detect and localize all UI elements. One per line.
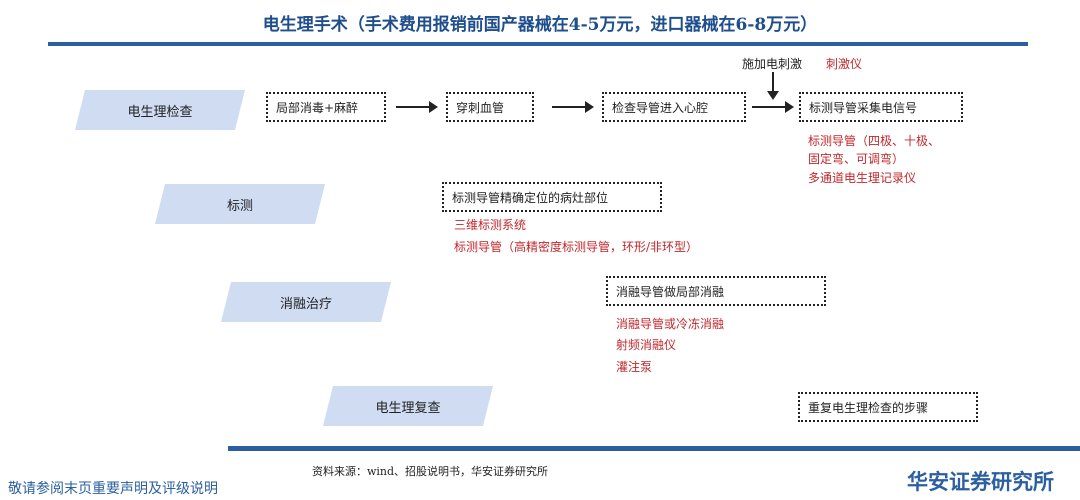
diagram-title: 电生理手术（手术费用报销前国产器械在4-5万元，进口器械在6-8万元） — [262, 15, 818, 35]
stage-label: 电生理检查 — [127, 104, 193, 120]
device-irrigation-pump: 灌注泵 — [616, 360, 653, 374]
device-3d-mapping-system: 三维标测系统 — [454, 218, 527, 232]
device-mapping-catheter-types: 标测导管（四极、十极、 — [808, 134, 941, 148]
flow-arrow — [752, 101, 794, 113]
device-mapping-catheter-curves: 固定弯、可调弯） — [808, 152, 905, 166]
top-divider — [48, 42, 1028, 46]
stimulation-label: 施加电刺激 — [742, 57, 803, 71]
stage-ablation: 消融治疗 — [221, 282, 391, 322]
step-disinfect-anesthesia: 局部消毒+麻醉 — [266, 92, 386, 122]
flow-arrow — [552, 101, 594, 113]
device-ep-recorder: 多通道电生理记录仪 — [808, 171, 917, 185]
stage-mapping: 标测 — [155, 184, 325, 224]
stimulation-arrow — [767, 72, 779, 100]
stage-ep-recheck: 电生理复查 — [323, 386, 493, 426]
stage-label: 标测 — [226, 198, 253, 214]
device-rf-generator: 射频消融仪 — [616, 338, 677, 352]
step-repeat-ep-exam: 重复电生理检查的步骤 — [798, 392, 978, 422]
stimulator-device: 刺激仪 — [826, 57, 863, 71]
brand-logo-text: 华安证券研究所 — [907, 470, 1054, 494]
stage-ep-exam: 电生理检查 — [75, 90, 245, 130]
stage-label: 消融治疗 — [279, 296, 332, 312]
step-signal-acquisition: 标测导管采集电信号 — [799, 92, 963, 122]
step-catheter-into-heart: 检查导管进入心腔 — [602, 92, 746, 122]
device-hd-mapping-catheter: 标测导管（高精密度标测导管，环形/非环型） — [454, 240, 699, 254]
step-vessel-puncture: 穿刺血管 — [446, 92, 534, 122]
disclaimer-link[interactable]: 敬请参阅末页重要声明及评级说明 — [8, 481, 218, 497]
stage-label: 电生理复查 — [375, 400, 441, 416]
step-lesion-localization: 标测导管精确定位的病灶部位 — [442, 182, 662, 212]
device-ablation-or-cryo: 消融导管或冷冻消融 — [616, 317, 725, 331]
step-local-ablation: 消融导管做局部消融 — [606, 276, 826, 306]
source-note: 资料来源：wind、招股说明书，华安证券研究所 — [312, 465, 549, 478]
bottom-divider — [228, 446, 1080, 451]
flow-arrow — [396, 101, 438, 113]
